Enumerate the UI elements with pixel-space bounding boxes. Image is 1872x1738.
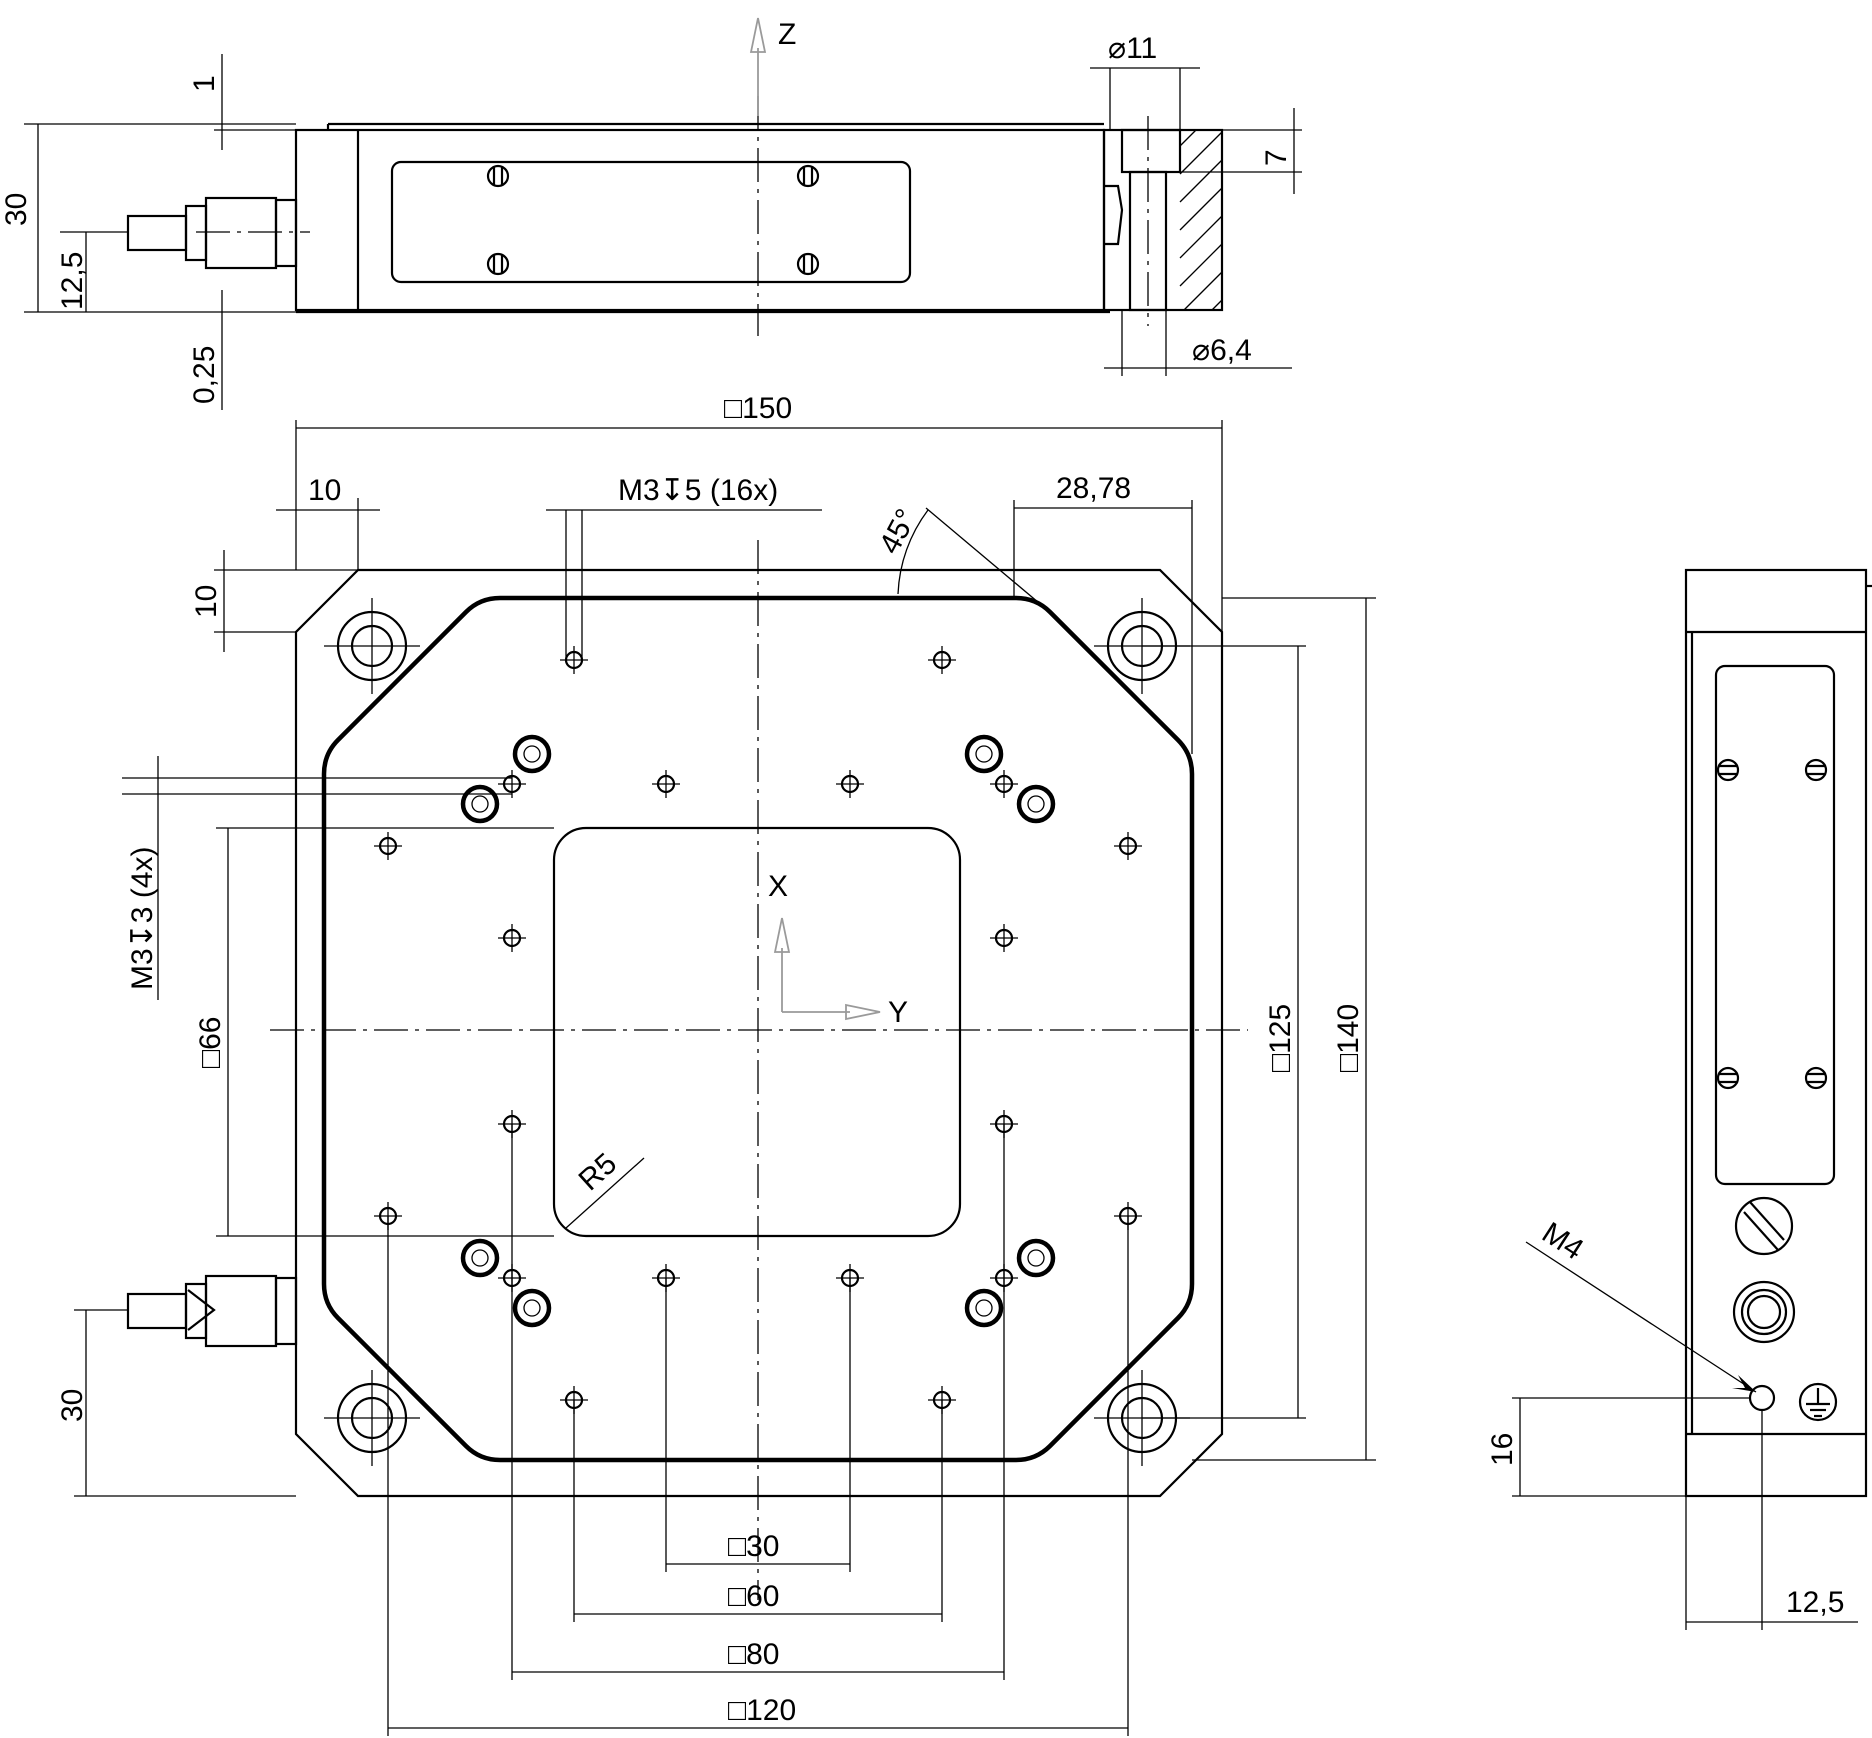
dim-outer-square: □150 bbox=[724, 392, 792, 425]
side-section bbox=[1102, 128, 1224, 312]
dim-pattern-120: □120 bbox=[728, 1694, 796, 1727]
dim-radius: R5 bbox=[573, 1147, 624, 1197]
dim-pattern-60: □60 bbox=[728, 1580, 780, 1613]
side-view: Z 30 12,5 1 0,25 ⌀11 7 ⌀6,4 bbox=[0, 17, 1302, 410]
platform-outline bbox=[321, 595, 1195, 1463]
dim-end-offset: 12,5 bbox=[1786, 1586, 1844, 1619]
dim-connector-height: 12,5 bbox=[56, 252, 89, 310]
section-hatch bbox=[1179, 129, 1223, 311]
dim-thread-top: M3↧5 (16x) bbox=[618, 474, 778, 507]
dim-through-hole-dia: ⌀6,4 bbox=[1192, 334, 1252, 367]
end-body bbox=[1684, 568, 1868, 1498]
dim-ground-thread: M4 bbox=[1536, 1216, 1589, 1266]
connector-socket-icon bbox=[1732, 1280, 1796, 1344]
dim-aperture: □66 bbox=[194, 1017, 227, 1069]
x-axis-label: X bbox=[768, 870, 788, 903]
dim-pattern-80: □80 bbox=[728, 1638, 780, 1671]
side-window-panel bbox=[390, 160, 912, 284]
dim-angle: 45° bbox=[873, 504, 923, 560]
screw-icon bbox=[486, 164, 820, 276]
stage-outline bbox=[294, 568, 1224, 1498]
mounting-hole-icon bbox=[324, 598, 1190, 1466]
y-axis-label: Y bbox=[888, 996, 908, 1029]
side-connector bbox=[126, 196, 298, 270]
socket-screw-icon bbox=[460, 734, 1056, 1328]
ground-hole-icon bbox=[1748, 1384, 1776, 1412]
top-view: X Y □150 10 10 M3↧5 (16x) 28,78 45° bbox=[56, 392, 1376, 1736]
end-view: M4 16 12,5 bbox=[1486, 568, 1872, 1630]
dim-counterbore-depth: 7 bbox=[1260, 149, 1293, 166]
dim-thread-left: M3↧3 (4x) bbox=[126, 847, 159, 991]
end-window-panel bbox=[1714, 664, 1836, 1186]
center-aperture bbox=[552, 826, 962, 1238]
dim-ground-height: 16 bbox=[1486, 1433, 1519, 1466]
dim-bottom-gap: 0,25 bbox=[188, 346, 221, 404]
ground-symbol-icon bbox=[1798, 1382, 1838, 1422]
top-connector bbox=[126, 1274, 298, 1348]
dim-connector-offset: 30 bbox=[56, 1389, 89, 1422]
dim-side-height: 30 bbox=[0, 193, 33, 226]
dim-square-140: □140 bbox=[1332, 1004, 1365, 1072]
dim-square-125: □125 bbox=[1264, 1004, 1297, 1072]
dim-pattern-30: □30 bbox=[728, 1530, 780, 1563]
dim-chamfer-x: 10 bbox=[308, 474, 341, 507]
screw-icon bbox=[1716, 758, 1828, 1090]
slotted-screw-icon bbox=[1734, 1196, 1794, 1256]
dim-corner-offset: 28,78 bbox=[1056, 472, 1131, 505]
dim-counterbore-dia: ⌀11 bbox=[1108, 32, 1157, 65]
dim-top-thickness: 1 bbox=[188, 75, 221, 92]
z-axis-label: Z bbox=[778, 18, 796, 51]
dim-chamfer-y: 10 bbox=[190, 585, 223, 618]
